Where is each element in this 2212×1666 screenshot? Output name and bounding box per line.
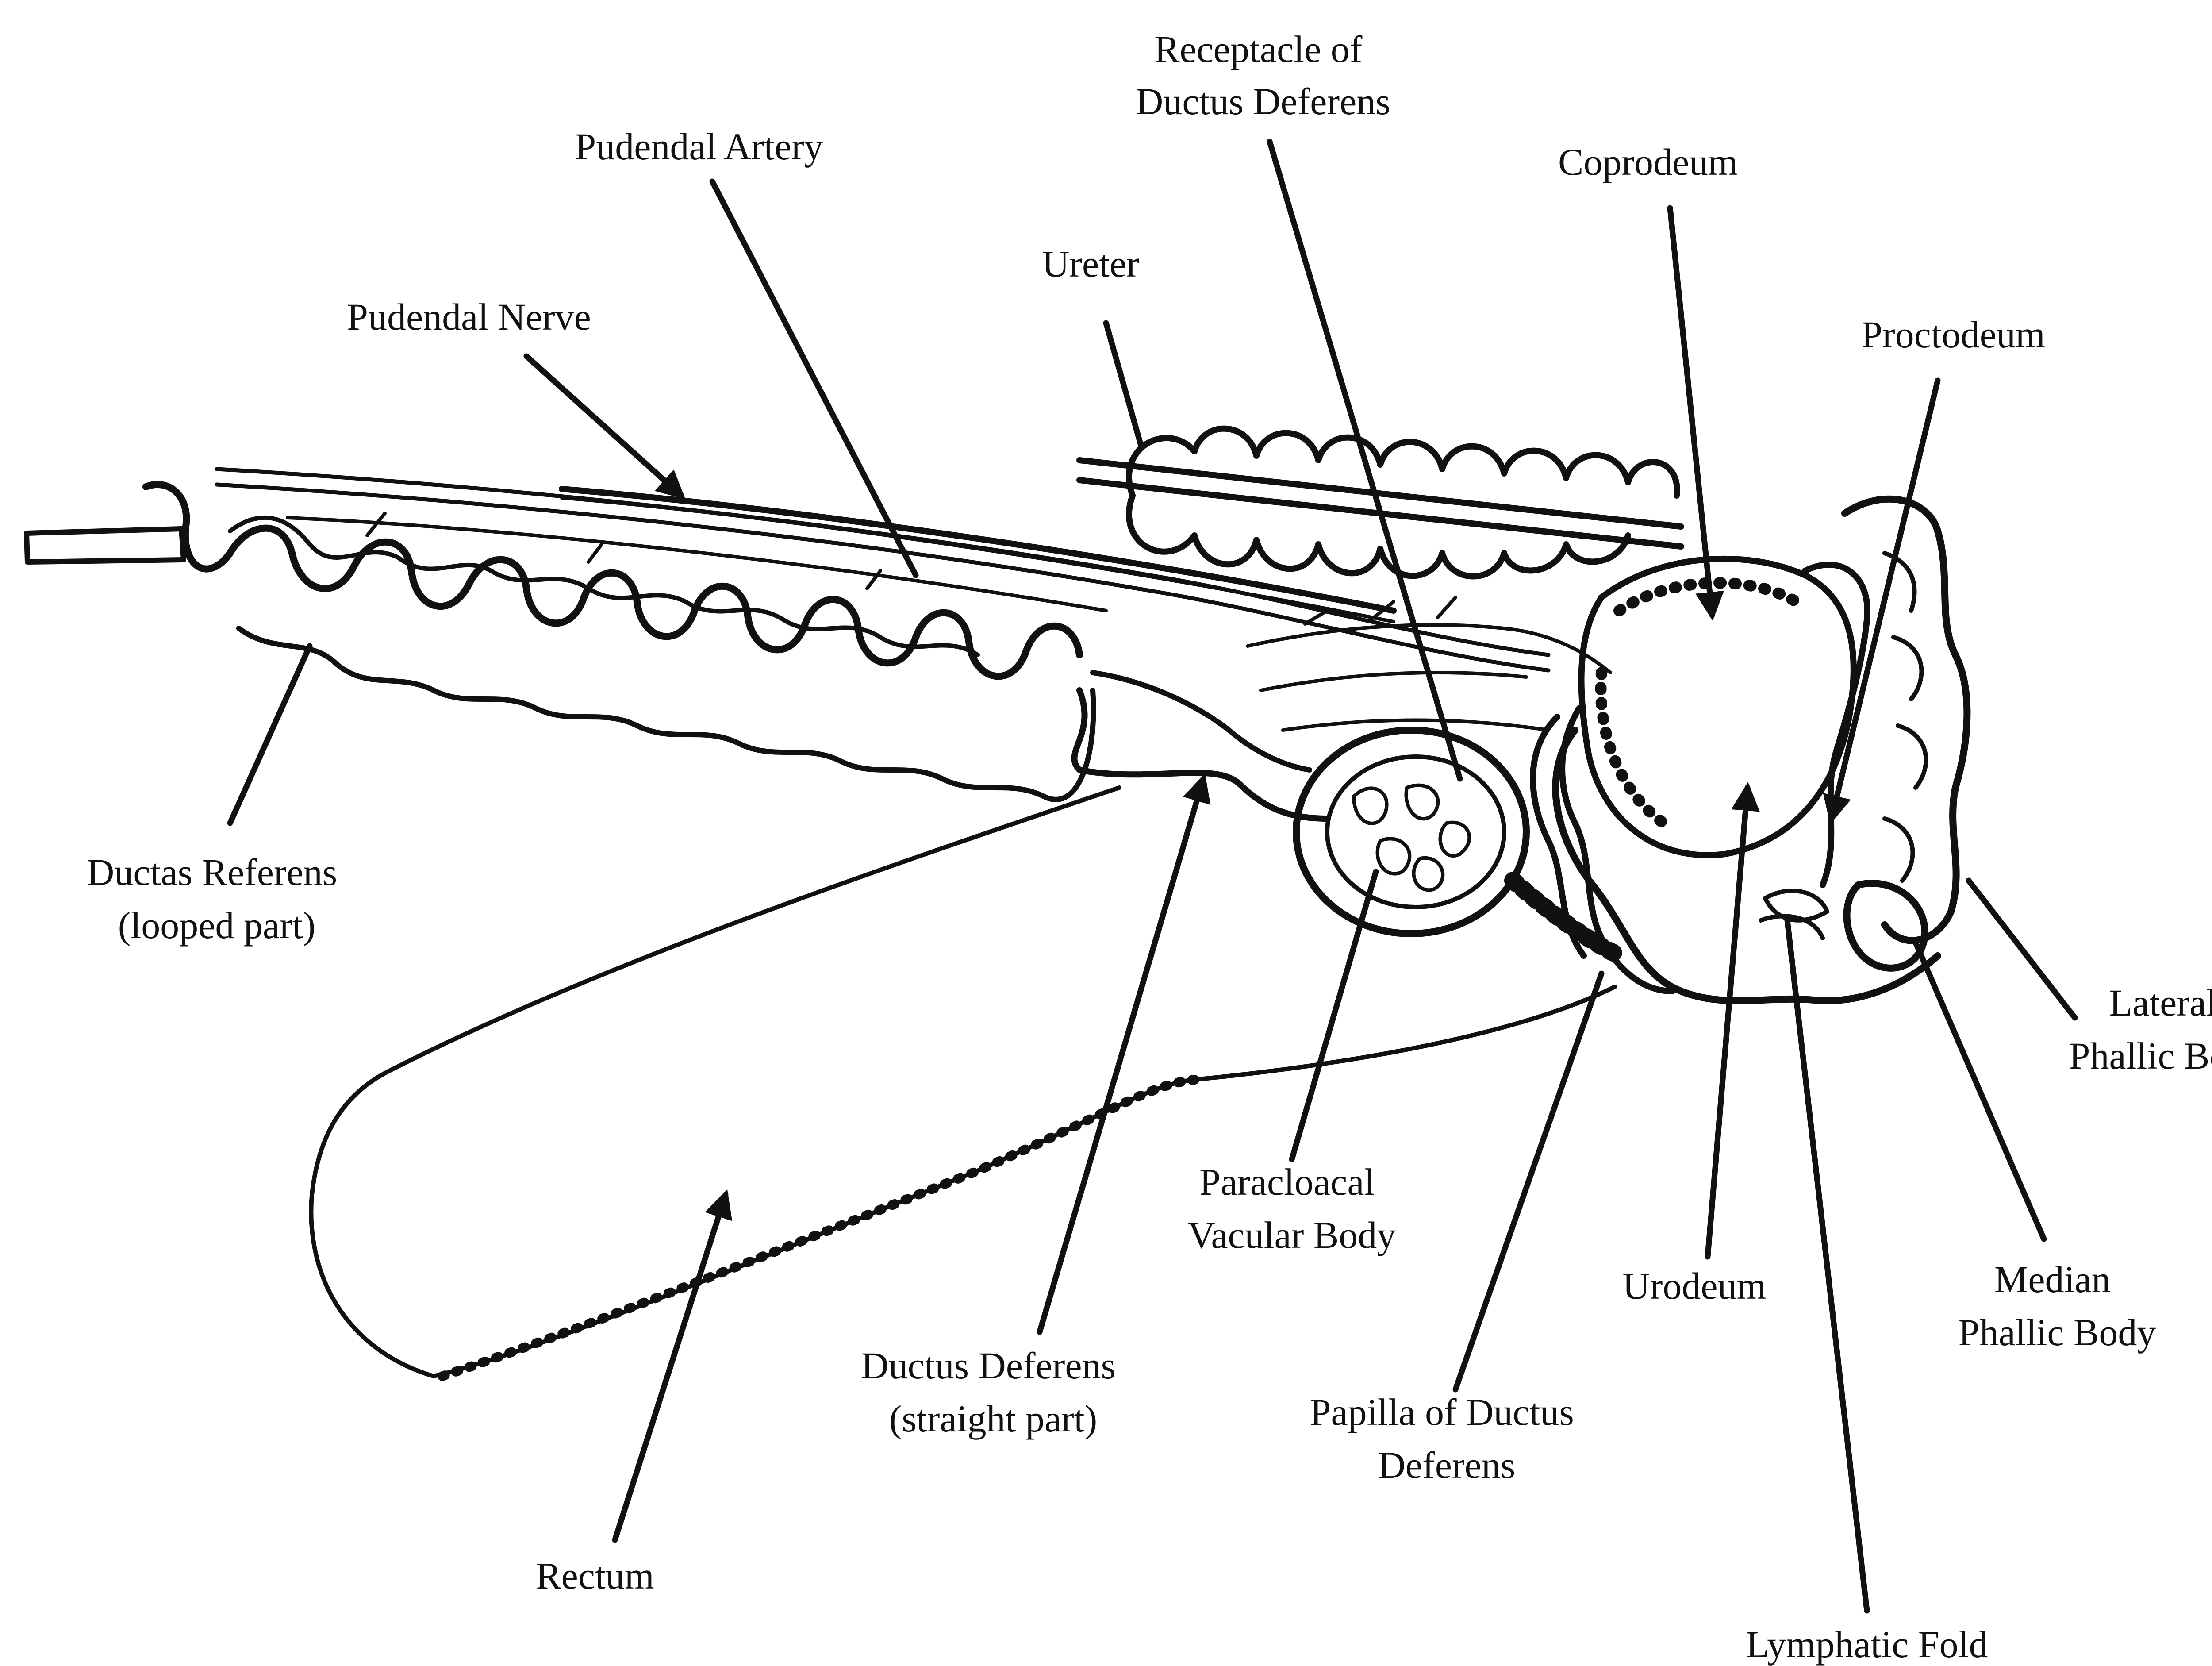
label-lymphatic-fold: Lymphatic Fold [1746,1623,1988,1666]
label-ureter: Ureter [1042,242,1139,285]
label-lateral-phallic: Lateral Phallic Body [2069,981,2212,1077]
leader-ductus-straight [1040,779,1203,1332]
label-median-phallic: Median Phallic Body [1959,1258,2156,1354]
label-proctodeum: Proctodeum [1861,313,2045,356]
label-papilla: Papilla of Ductus Deferens [1310,1391,1584,1486]
coprodeum-texture [1601,583,1796,823]
label-coprodeum: Coprodeum [1558,141,1738,183]
leader-lines [230,142,2075,1611]
anatomy-illustration [27,429,1967,1376]
leader-proctodeum [1832,381,1938,819]
ureter-lobes [1129,429,1677,496]
leader-rectum [615,1195,726,1540]
label-ductas-referens: Ductas Referens (looped part) [87,851,346,947]
paracloacal-cells [1354,785,1469,890]
ductus-deferens-looped-outer [239,628,1094,800]
label-ductus-straight: Ductus Deferens (straight part) [861,1344,1125,1440]
label-pudendal-artery: Pudendal Artery [575,125,823,168]
leader-pudendal-nerve [526,356,681,496]
connective-vessels [1248,597,1610,730]
leader-paracloacal [1292,872,1376,1159]
label-rectum: Rectum [536,1554,654,1597]
vas-deferens-stump [27,529,184,562]
label-urodeum: Urodeum [1623,1265,1767,1307]
leader-lateral-phallic [1969,881,2075,1018]
paracloacal-vascular-body-shape [1296,730,1526,934]
lateral-phallic-body-folds [1885,553,1926,881]
leader-coprodeum [1670,208,1712,615]
proctodeum-shape [1805,565,1867,885]
labels: Receptacle of Ductus Deferens Pudendal A… [87,28,2212,1666]
leader-lymphatic-fold [1787,920,1867,1611]
cloaca-dark-junction [1513,881,1619,956]
coprodeum-shape [1582,559,1854,855]
label-paracloacal: Paracloacal Vacular Body [1188,1161,1396,1256]
leader-ureter [1106,323,1141,447]
leader-ductas-referens [230,646,310,823]
rectum-shape [311,788,1615,1376]
label-receptacle: Receptacle of Ductus Deferens [1136,28,1390,123]
lymphatic-fold-shape [1761,891,1827,938]
label-pudendal-nerve: Pudendal Nerve [347,296,591,338]
leader-median-phallic [1916,943,2044,1239]
